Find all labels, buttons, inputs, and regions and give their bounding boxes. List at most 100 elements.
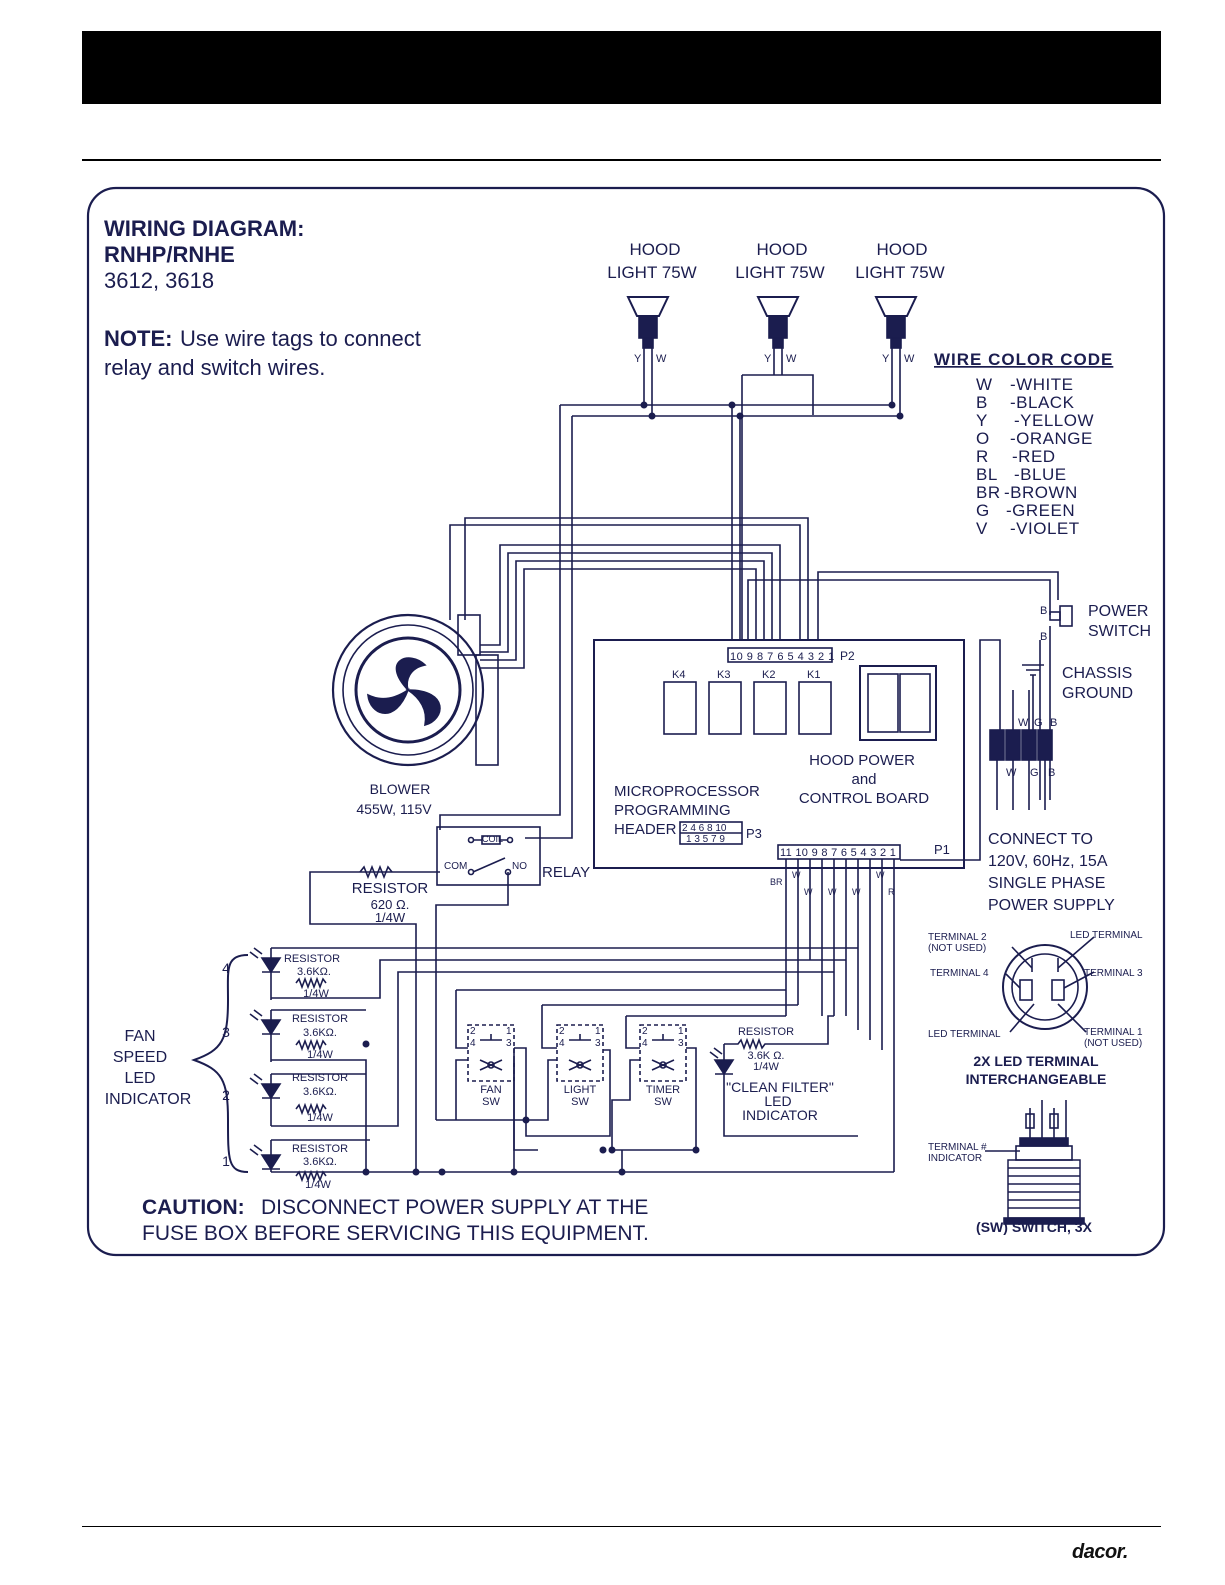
supply-line1: CONNECT TO	[988, 831, 1093, 848]
clean-filter-resistor-label: RESISTOR	[738, 1026, 794, 1038]
main-resistor-label: RESISTOR	[352, 880, 429, 897]
fan-switch-label: FAN	[480, 1084, 501, 1096]
switch-pin: 4	[470, 1038, 476, 1049]
color-code: B	[976, 393, 988, 412]
wire-label-w: W	[656, 353, 667, 365]
fan-speed-level: 2	[222, 1087, 230, 1103]
led-resistor-label: RESISTOR	[292, 1072, 348, 1084]
supply-line2: 120V, 60Hz, 15A	[988, 853, 1108, 870]
wire-label-br: BR	[770, 877, 783, 887]
wire-connectors-icon	[989, 729, 1053, 761]
wire-label-w: W	[792, 870, 801, 880]
relay-com-label: COM	[444, 861, 467, 872]
relay-k2-label: K2	[762, 669, 775, 681]
p3-pins-top: 2 4 6 8 10	[682, 823, 727, 834]
clean-filter-label: "CLEAN FILTER"	[726, 1079, 834, 1095]
terminal-label: TERMINAL 2	[928, 932, 987, 943]
terminal-label: (NOT USED)	[1084, 1038, 1142, 1049]
led-resistor-value: 3.6KΩ.	[303, 1086, 337, 1098]
switch-pin: 3	[506, 1038, 512, 1049]
terminal-label: TERMINAL 1	[1084, 1027, 1143, 1038]
p2-pins: 10 9 8 7 6 5 4 3 2 1	[730, 651, 835, 663]
hood-light-3-line1: HOOD	[877, 240, 928, 259]
board-name-line3: CONTROL BOARD	[799, 790, 929, 807]
led-resistor-wattage: 1/4W	[303, 988, 329, 1000]
led-resistor-value: 3.6KΩ.	[303, 1027, 337, 1039]
fan-speed-led-2-icon	[249, 1073, 282, 1100]
sw-switch-caption: (SW) SWITCH, 3X	[976, 1219, 1093, 1235]
header-label-line3: HEADER	[614, 821, 677, 838]
p3-label: P3	[746, 826, 762, 841]
dacor-logo: dacor.	[1072, 1541, 1128, 1563]
led-resistor-wattage: 1/4W	[307, 1049, 333, 1061]
relay-k3	[708, 681, 742, 735]
sw-switch-icon	[985, 1100, 1085, 1225]
p2-label: P2	[840, 649, 855, 663]
supply-line4: POWER SUPPLY	[988, 897, 1115, 914]
wire-label-y: Y	[634, 353, 642, 365]
fan-switch-label: SW	[482, 1096, 500, 1108]
note-label: NOTE:	[104, 326, 172, 351]
power-switch-label: SWITCH	[1088, 623, 1151, 640]
p1-pins: 11 10 9 8 7 6 5 4 3 2 1	[780, 847, 896, 859]
fan-speed-label: SPEED	[113, 1049, 167, 1066]
caution-text-2: FUSE BOX BEFORE SERVICING THIS EQUIPMENT…	[142, 1222, 649, 1245]
relay-k4-label: K4	[672, 669, 685, 681]
wire-label-w: W	[828, 887, 837, 897]
fan-speed-label: FAN	[124, 1028, 155, 1045]
color-name: -WHITE	[1010, 375, 1073, 394]
color-name: -YELLOW	[1014, 411, 1094, 430]
hood-light-icon	[756, 296, 800, 349]
hood-light-icon	[874, 296, 918, 349]
wire-color-code-title: WIRE COLOR CODE	[934, 350, 1113, 369]
clean-filter-resistor-wattage: 1/4W	[753, 1061, 779, 1073]
model-numbers: 3612, 3618	[104, 268, 214, 293]
wire-label-w: W	[1018, 717, 1029, 729]
led-terminal-caption: INTERCHANGEABLE	[966, 1071, 1107, 1087]
color-name: -GREEN	[1006, 501, 1075, 520]
hood-light-1-line2: LIGHT 75W	[607, 263, 696, 282]
wire-label-g: G	[1030, 767, 1039, 779]
hood-light-2-line1: HOOD	[757, 240, 808, 259]
terminal-indicator-label: TERMINAL #	[928, 1142, 987, 1153]
color-name: -BLACK	[1010, 393, 1075, 412]
board-name-line1: HOOD POWER	[809, 752, 915, 769]
switch-pin: 2	[642, 1026, 648, 1037]
light-switch-label: LIGHT	[564, 1084, 597, 1096]
relay-k2	[753, 681, 787, 735]
switch-pin: 3	[595, 1038, 601, 1049]
color-code: O	[976, 429, 990, 448]
switch-pin: 4	[559, 1038, 565, 1049]
wire-label-w: W	[904, 353, 915, 365]
relay-k3-label: K3	[717, 669, 730, 681]
terminal-label: TERMINAL 4	[930, 968, 989, 979]
fan-speed-led-3-icon	[249, 1009, 282, 1036]
led-resistor-wattage: 1/4W	[305, 1179, 331, 1191]
led-resistor-label: RESISTOR	[292, 1013, 348, 1025]
model-names: RNHP/RNHE	[104, 242, 235, 267]
color-name: -ORANGE	[1010, 429, 1093, 448]
terminal-indicator-label: INDICATOR	[928, 1153, 982, 1164]
chassis-ground-label: CHASSIS	[1062, 665, 1132, 682]
switch-pin: 4	[642, 1038, 648, 1049]
led-resistor-label: RESISTOR	[292, 1143, 348, 1155]
header-rule	[82, 159, 1161, 161]
supply-line3: SINGLE PHASE	[988, 875, 1105, 892]
color-name: -VIOLET	[1010, 519, 1080, 538]
light-switch-icon	[556, 1024, 604, 1082]
clean-filter-label: INDICATOR	[742, 1107, 818, 1123]
color-code: W	[976, 375, 993, 394]
relay-k1	[798, 681, 832, 735]
hood-light-2-line2: LIGHT 75W	[735, 263, 824, 282]
color-code: R	[976, 447, 989, 466]
fan-speed-level: 3	[222, 1024, 230, 1040]
p1-connector	[777, 844, 901, 860]
wire-label-y: Y	[764, 353, 772, 365]
led-resistor-value: 3.6KΩ.	[297, 966, 331, 978]
main-resistor-wattage: 1/4W	[375, 910, 406, 925]
led-terminal-caption: 2X LED TERMINAL	[973, 1053, 1099, 1069]
wire-label-w: W	[852, 887, 861, 897]
caution-label: CAUTION:	[142, 1196, 245, 1219]
resistor-620	[359, 864, 393, 880]
